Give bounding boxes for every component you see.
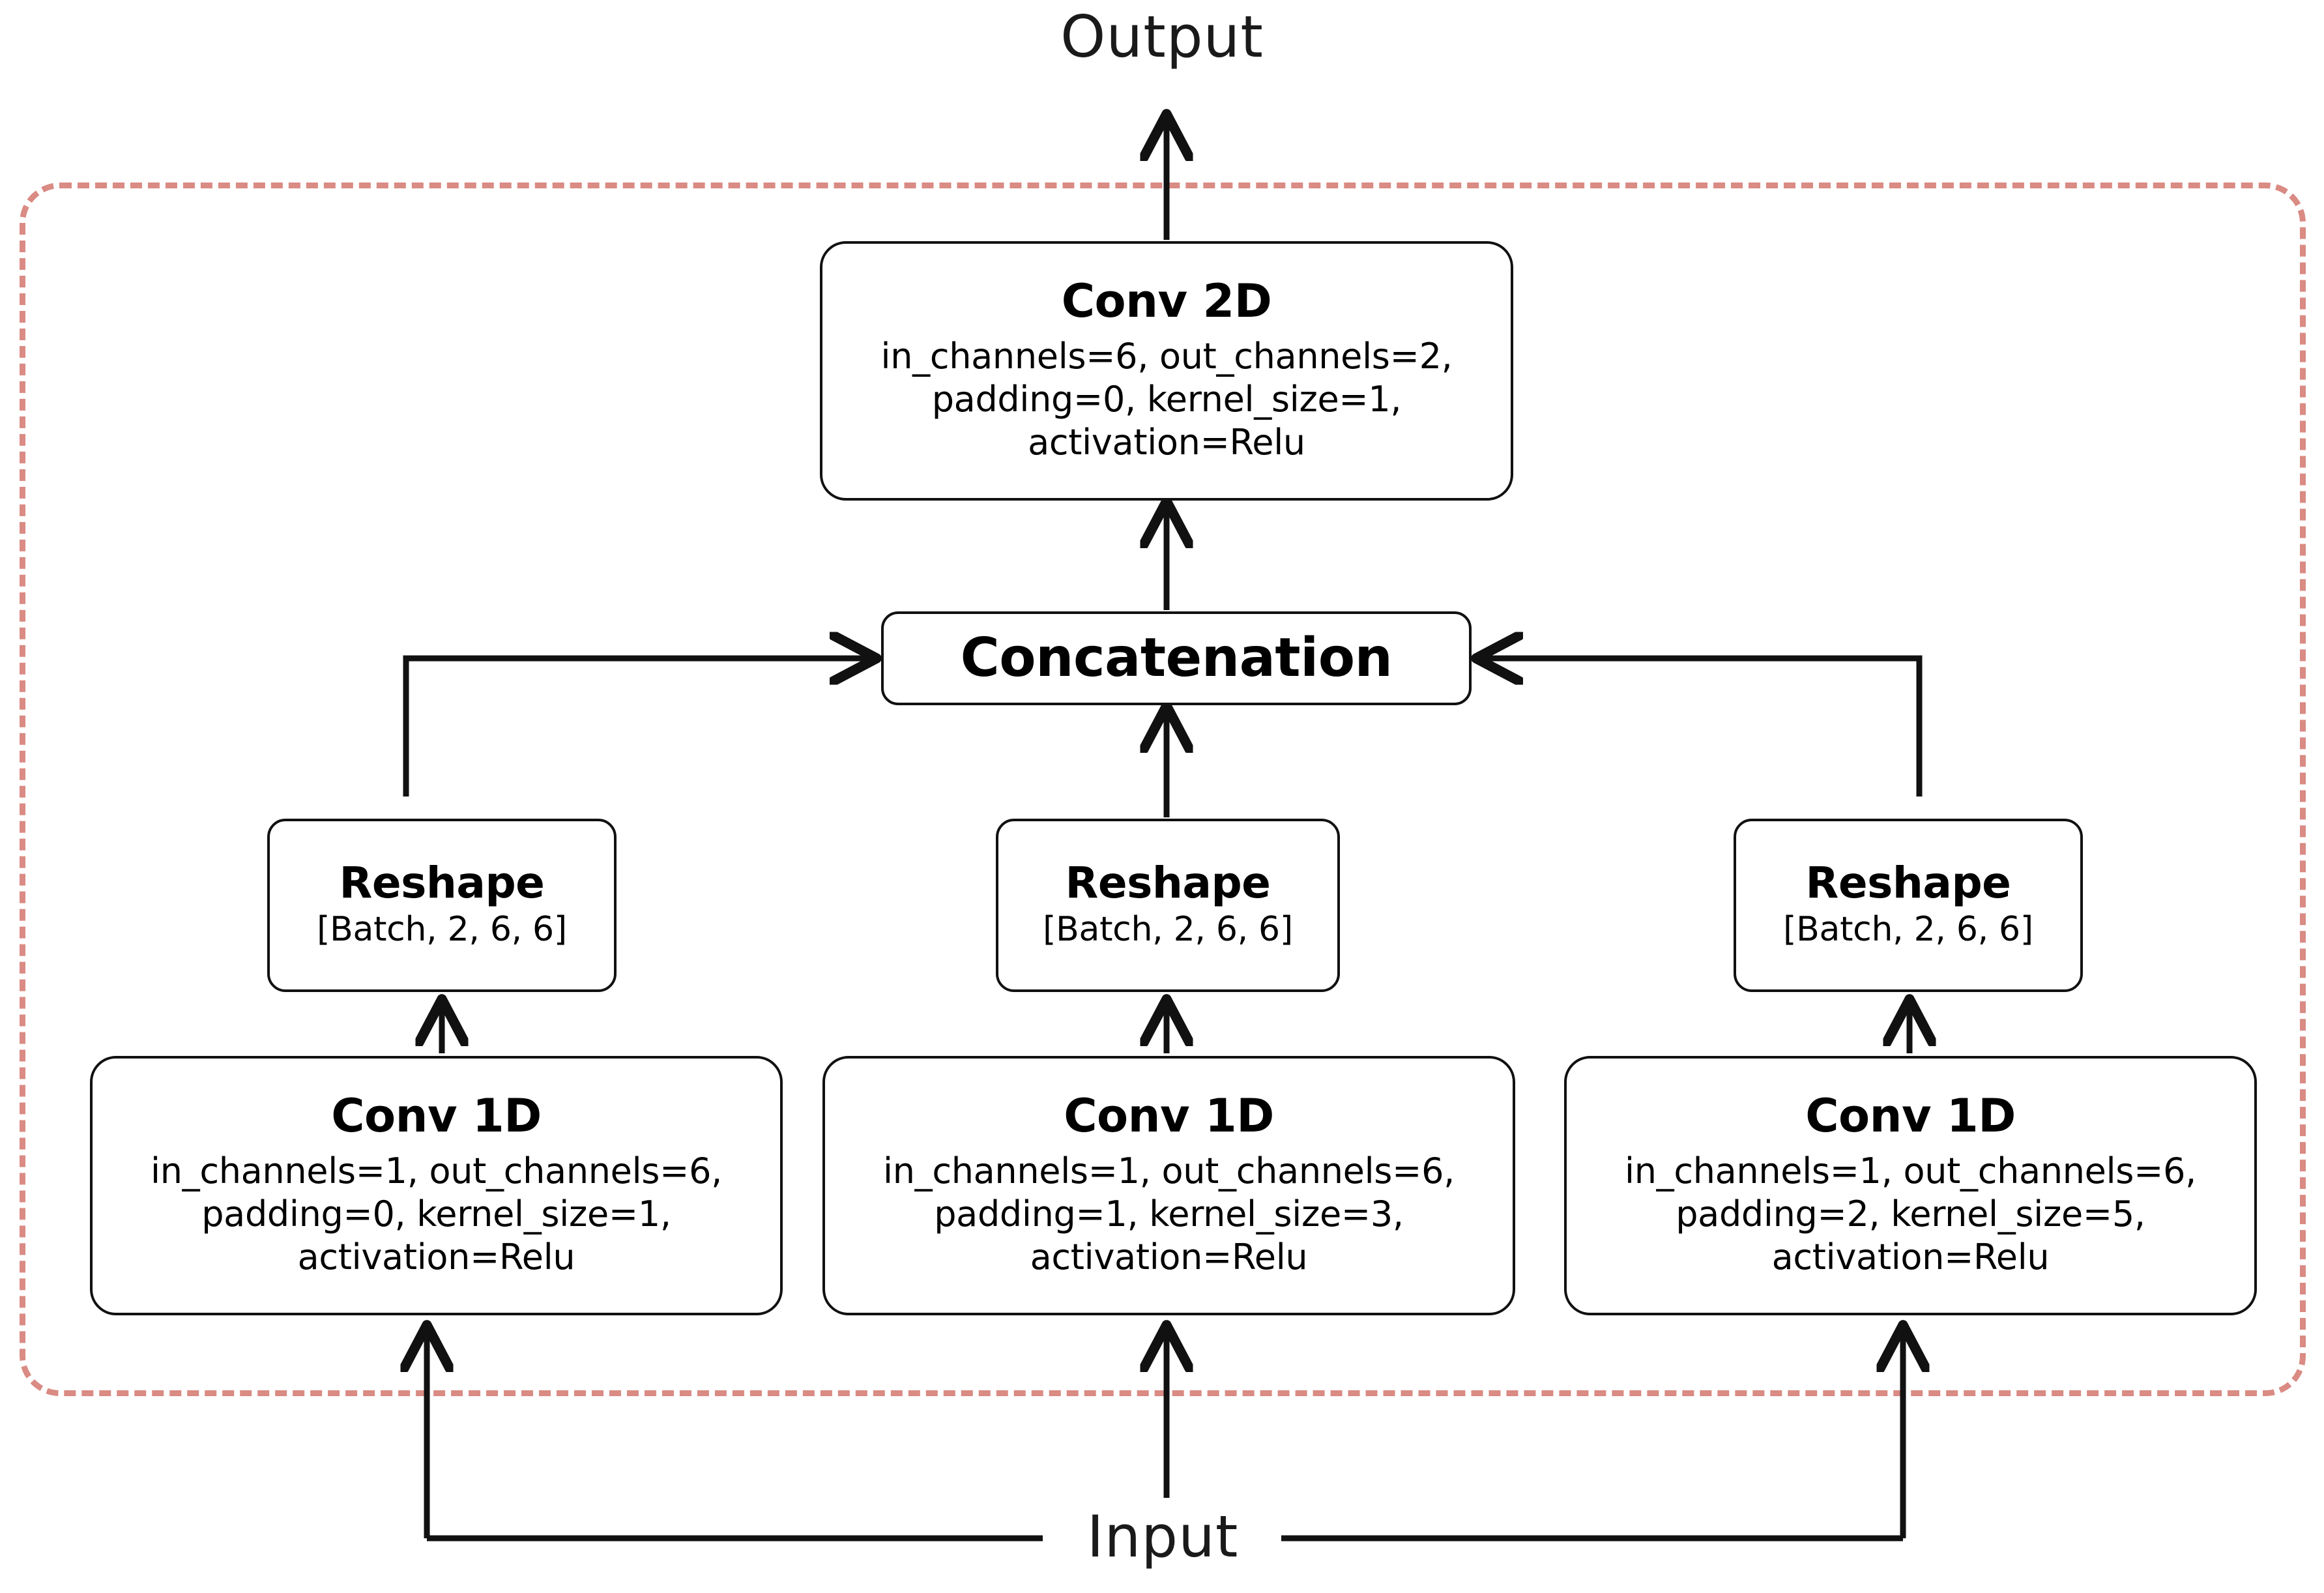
node-conv1d-middle-title: Conv 1D bbox=[1064, 1089, 1274, 1143]
output-label: Output bbox=[1060, 3, 1264, 70]
node-reshape-left[interactable]: Reshape [Batch, 2, 6, 6] bbox=[267, 819, 617, 992]
node-conv2d-params: in_channels=6, out_channels=2, padding=0… bbox=[880, 335, 1453, 463]
node-conv2d[interactable]: Conv 2D in_channels=6, out_channels=2, p… bbox=[820, 241, 1513, 501]
module-dashed-boundary bbox=[20, 183, 2306, 1396]
node-conv1d-right[interactable]: Conv 1D in_channels=1, out_channels=6, p… bbox=[1564, 1056, 2257, 1315]
node-conv1d-right-title: Conv 1D bbox=[1805, 1089, 2016, 1143]
node-concatenation-title: Concatenation bbox=[960, 626, 1393, 689]
node-conv1d-middle[interactable]: Conv 1D in_channels=1, out_channels=6, p… bbox=[822, 1056, 1515, 1315]
node-reshape-right-shape: [Batch, 2, 6, 6] bbox=[1783, 909, 2033, 949]
node-conv1d-left[interactable]: Conv 1D in_channels=1, out_channels=6, p… bbox=[90, 1056, 783, 1315]
node-reshape-middle[interactable]: Reshape [Batch, 2, 6, 6] bbox=[996, 819, 1340, 992]
node-reshape-right[interactable]: Reshape [Batch, 2, 6, 6] bbox=[1734, 819, 2083, 992]
node-reshape-right-title: Reshape bbox=[1805, 857, 2011, 908]
input-label: Input bbox=[1052, 1498, 1273, 1576]
node-conv2d-title: Conv 2D bbox=[1061, 274, 1272, 329]
node-reshape-middle-shape: [Batch, 2, 6, 6] bbox=[1043, 909, 1293, 949]
node-conv1d-middle-params: in_channels=1, out_channels=6, padding=1… bbox=[883, 1150, 1455, 1278]
node-concatenation[interactable]: Concatenation bbox=[881, 611, 1472, 705]
node-reshape-middle-title: Reshape bbox=[1065, 857, 1271, 908]
node-conv1d-left-title: Conv 1D bbox=[331, 1089, 542, 1143]
node-conv1d-left-params: in_channels=1, out_channels=6, padding=0… bbox=[151, 1150, 722, 1278]
node-reshape-left-title: Reshape bbox=[339, 857, 545, 908]
node-conv1d-right-params: in_channels=1, out_channels=6, padding=2… bbox=[1625, 1150, 2196, 1278]
node-reshape-left-shape: [Batch, 2, 6, 6] bbox=[317, 909, 567, 949]
